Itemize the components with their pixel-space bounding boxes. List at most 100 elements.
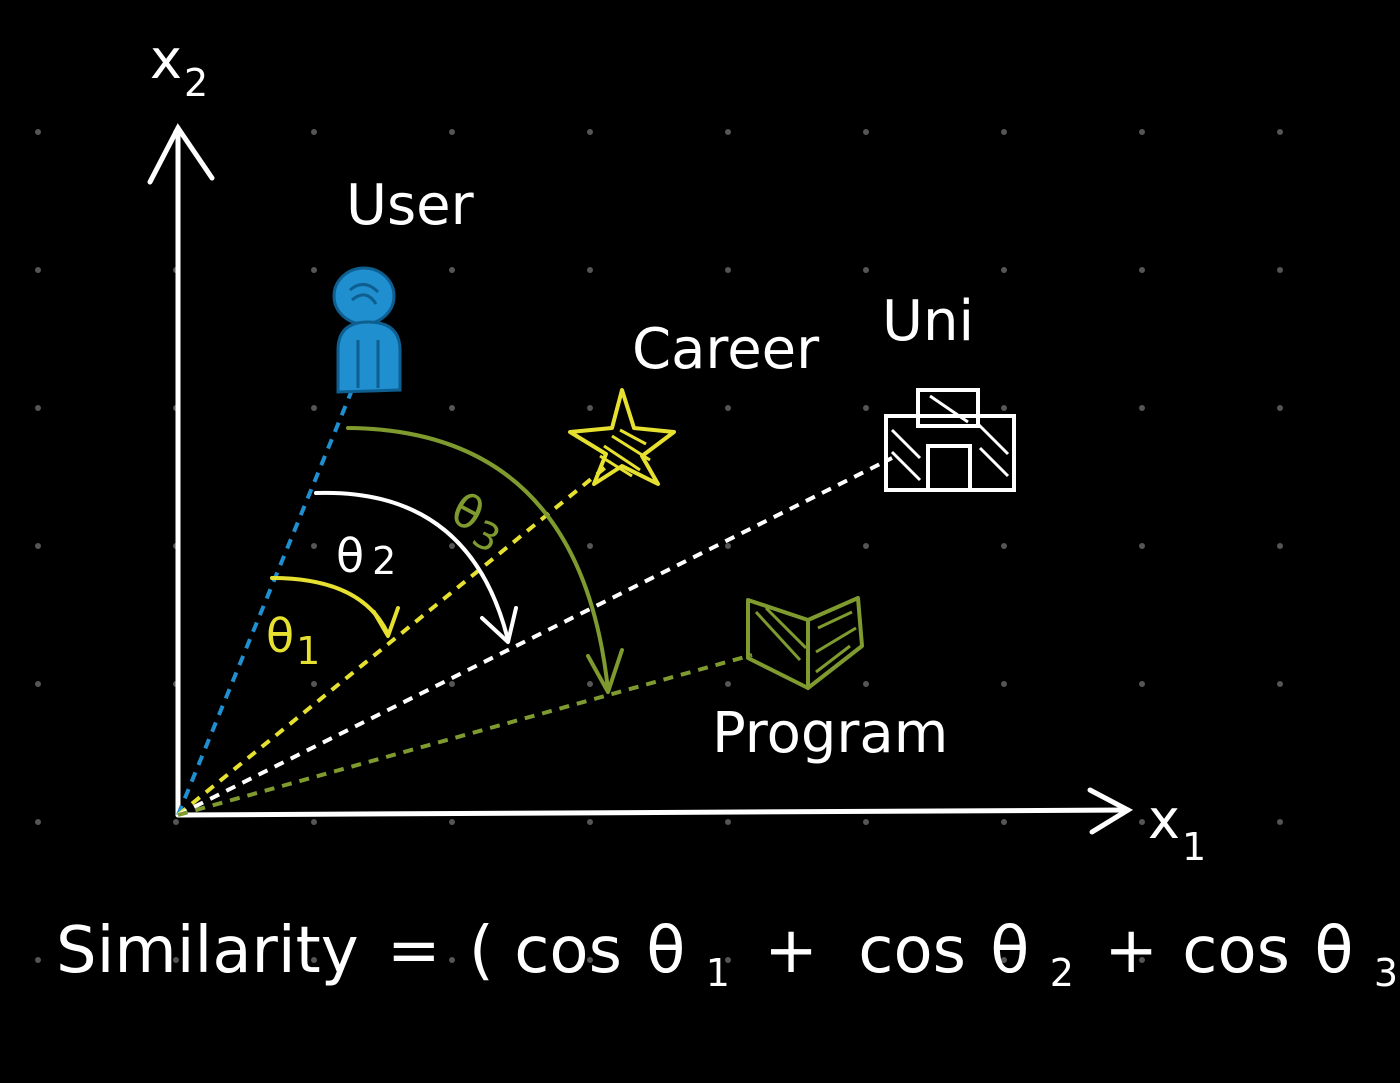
grid-dot [1001,543,1007,549]
grid-dot [1277,681,1283,687]
building-icon [884,388,1016,492]
building-top [916,388,980,428]
grid-dot [449,681,455,687]
grid-dot [725,405,731,411]
grid-dot [863,681,869,687]
grid-dot [449,543,455,549]
star-hatching [599,428,651,478]
grid-dot [311,405,317,411]
grid-dot [863,957,869,963]
uni-label: Uni [882,289,974,354]
grid-dot [1139,405,1145,411]
grid-dot [449,129,455,135]
x-axis-label: x1 [1148,788,1206,869]
book-hatching [754,606,857,674]
grid-dot [311,129,317,135]
grid-dot [35,405,41,411]
career-vector [176,460,614,817]
formula-theta1: θ [646,914,685,988]
grid-dot [311,681,317,687]
building-hatching [890,394,1010,482]
grid-dot [1001,681,1007,687]
grid-dot [725,129,731,135]
formula-sub3: 3 [1374,951,1398,995]
grid-dot [1001,129,1007,135]
user-label: User [346,173,475,238]
formula-cos1: cos [514,914,622,988]
person-hatching [349,283,380,388]
formula-open-paren: ( [469,914,494,988]
grid-dot [1139,543,1145,549]
grid-dot [1277,267,1283,273]
theta1-arrowhead [372,606,400,638]
star-outline [568,388,676,486]
y-axis-arrowhead [147,123,215,185]
person-icon [332,266,402,394]
grid-dot [311,267,317,273]
grid-dot [449,405,455,411]
formula-cos3: cos [1182,914,1290,988]
grid-dot [173,819,179,825]
grid-dot [1001,957,1007,963]
grid-dot [1139,267,1145,273]
grid-dot [35,957,41,963]
grid-dot [35,267,41,273]
grid-dot [1139,129,1145,135]
similarity-formula: Similarity = ( cos θ 1 + cos θ 2 + cos θ… [56,914,1400,1002]
grid-dot [587,267,593,273]
grid-dot [1277,957,1283,963]
grid-dot [863,819,869,825]
background-dot-grid [35,129,1283,963]
grid-dot [1277,129,1283,135]
formula-lhs: Similarity [56,914,359,988]
formula-equals: = [387,914,441,988]
grid-dot [1139,957,1145,963]
axes [147,123,1134,835]
program-vector [177,653,753,817]
grid-dot [35,129,41,135]
grid-dot [587,957,593,963]
grid-dot [1277,819,1283,825]
grid-dot [725,957,731,963]
person-body [336,320,402,394]
grid-dot [725,681,731,687]
grid-dot [311,543,317,549]
theta1-label: θ1 [266,609,320,673]
grid-dot [311,819,317,825]
grid-dot [863,267,869,273]
grid-dot [35,681,41,687]
grid-dot [311,957,317,963]
grid-dot [173,957,179,963]
star-icon [568,388,676,486]
theta2-arrowhead [480,606,518,644]
open-book-icon [746,596,864,690]
grid-dot [1001,267,1007,273]
grid-dot [1001,405,1007,411]
formula-plus1: + [764,914,818,988]
grid-dot [35,819,41,825]
theta3-arrowhead [586,648,624,694]
grid-dot [35,543,41,549]
book-right-page [806,596,864,690]
grid-dot [587,405,593,411]
grid-dot [725,267,731,273]
grid-dot [1001,819,1007,825]
uni-vector [177,456,893,817]
grid-dot [1139,681,1145,687]
formula-theta3: θ [1314,914,1353,988]
program-label: Program [712,701,948,766]
formula-cos2: cos [858,914,966,988]
grid-dot [587,819,593,825]
x-axis-line [175,807,1131,818]
grid-dot [587,681,593,687]
y-axis-label: x2 [150,28,208,105]
grid-dot [725,819,731,825]
formula-sub1: 1 [706,951,730,995]
vectors [176,389,893,817]
grid-dot [587,129,593,135]
grid-dot [449,957,455,963]
grid-dot [587,543,593,549]
grid-dot [1277,543,1283,549]
